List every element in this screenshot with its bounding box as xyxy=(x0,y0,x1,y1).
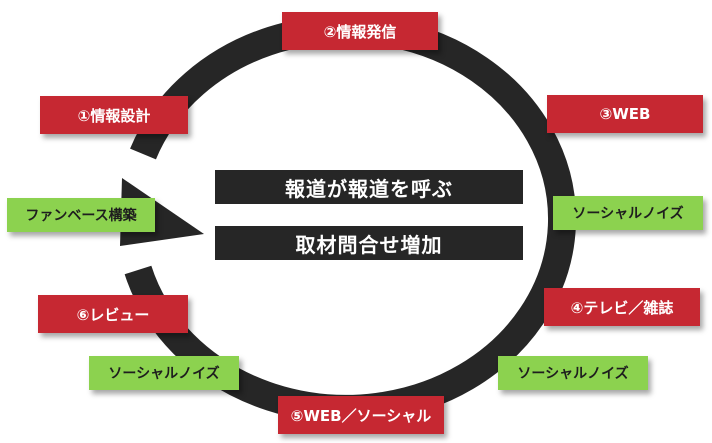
stage-6-box: ⑥レビュー xyxy=(38,295,188,333)
stage-5-box: ⑤WEB／ソーシャル xyxy=(278,396,444,434)
stage-3-box: ③WEB xyxy=(547,95,703,133)
center-box-inquiries: 取材問合せ増加 xyxy=(215,226,523,260)
cycle-ring-arc xyxy=(124,14,576,423)
stage-1-box: ①情報設計 xyxy=(40,96,188,134)
note-social-noise-right-box: ソーシャルノイズ xyxy=(553,196,703,230)
note-social-noise-left-box: ソーシャルノイズ xyxy=(89,356,239,390)
stage-2-box: ②情報発信 xyxy=(282,12,438,50)
note-social-noise-bottom-right-box: ソーシャルノイズ xyxy=(498,356,648,390)
note-fan-base-box: ファンベース構築 xyxy=(7,198,155,232)
stage-4-box: ④テレビ／雑誌 xyxy=(544,288,700,326)
center-box-coverage: 報道が報道を呼ぶ xyxy=(215,170,523,204)
